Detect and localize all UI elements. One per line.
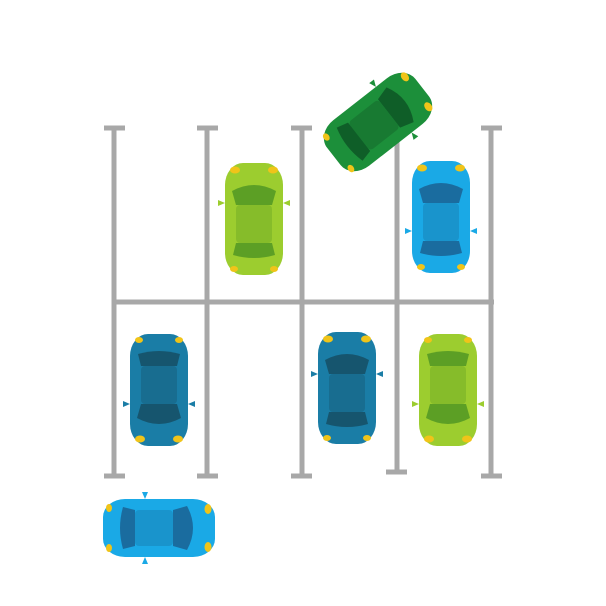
green-car-entering[interactable]: [312, 59, 445, 185]
cars: [103, 59, 484, 564]
lime-car-top[interactable]: [218, 163, 290, 275]
blue-car-top-right[interactable]: [405, 161, 477, 273]
teal-car-bottom-left[interactable]: [123, 334, 195, 446]
parking-lines: [104, 125, 502, 479]
lime-car-bottom-right[interactable]: [412, 334, 484, 446]
blue-car-driving[interactable]: [103, 492, 215, 564]
teal-car-bottom-mid[interactable]: [311, 332, 383, 444]
